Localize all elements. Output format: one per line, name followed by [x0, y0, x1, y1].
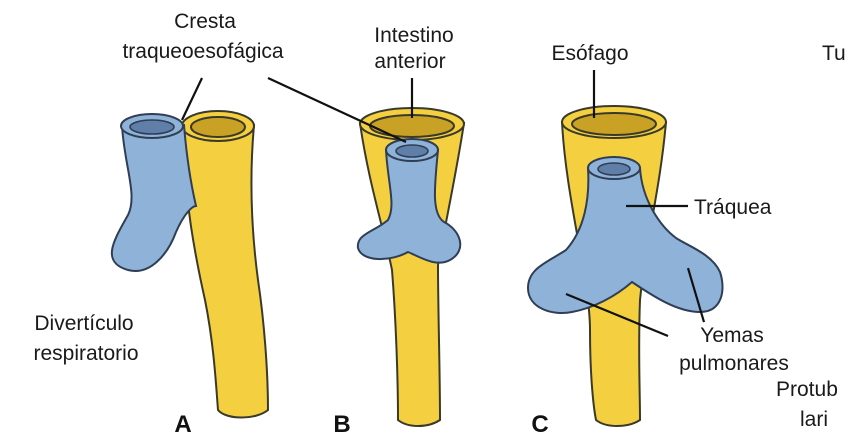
label-diverticulum-line2: respiratorio	[33, 342, 138, 365]
label-cut-bottom-2: lari	[800, 408, 828, 431]
panel-b-illustration	[358, 108, 464, 426]
panel-letter-b: B	[333, 411, 350, 438]
label-cut-top: Tu	[822, 42, 846, 65]
panel-letter-a: A	[174, 411, 191, 438]
label-diverticulum-line1: Divertículo	[34, 312, 133, 335]
panel-b-foregut-lumen	[370, 115, 454, 137]
panel-c-illustration	[528, 106, 723, 426]
label-buds-line2: pulmonares	[679, 352, 789, 375]
panel-a-illustration	[112, 111, 268, 418]
label-crest-line2: traqueoesofágica	[122, 40, 283, 63]
label-foregut-line1: Intestino	[374, 24, 453, 47]
panel-letter-c: C	[531, 411, 548, 438]
panel-a-diverticulum-lumen	[130, 120, 174, 134]
label-buds-line1: Yemas	[700, 324, 763, 347]
label-cut-bottom-1: Protub	[776, 378, 838, 401]
label-trachea: Tráquea	[694, 196, 772, 219]
label-crest-line1: Cresta	[174, 10, 236, 33]
panel-a-diverticulum	[112, 125, 196, 271]
label-esophagus: Esófago	[551, 42, 628, 65]
panel-c-esophagus-lumen	[572, 113, 656, 135]
panel-b-trachea-lumen	[396, 145, 428, 157]
label-foregut-line2: anterior	[374, 50, 445, 73]
panel-c-trachea-lumen	[598, 163, 630, 175]
panel-a-foregut-lumen	[191, 117, 245, 137]
panel-a-foregut-tube	[182, 125, 268, 418]
